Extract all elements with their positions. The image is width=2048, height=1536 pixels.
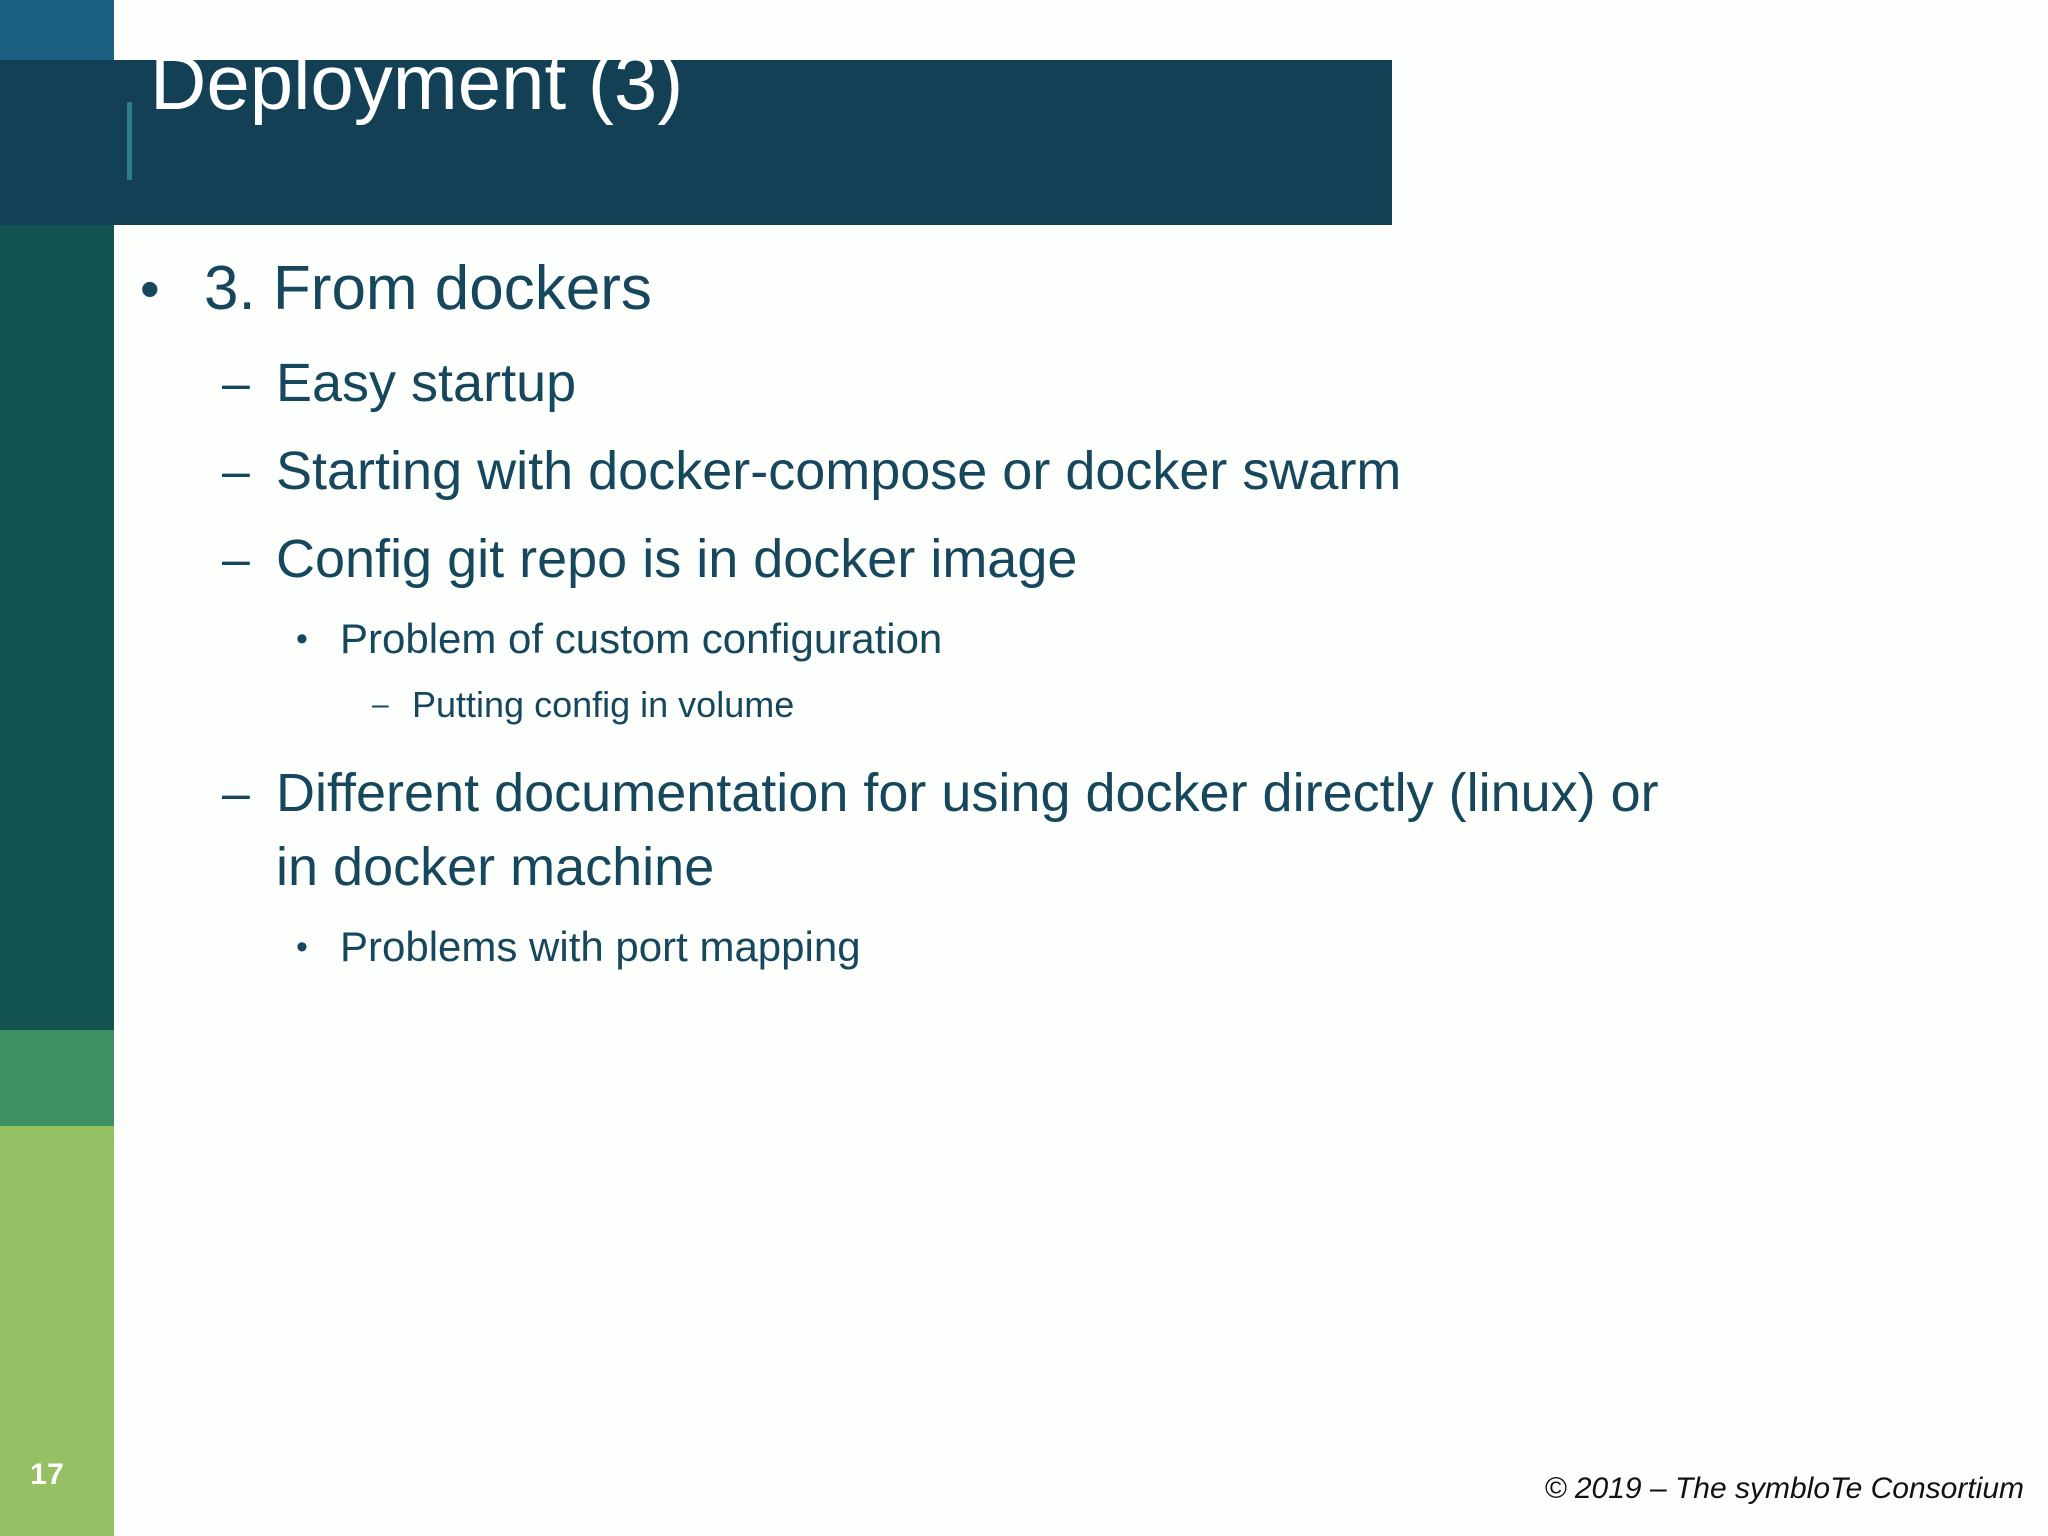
disc-bullet-icon: •	[296, 928, 308, 966]
title-bar	[0, 60, 1392, 225]
rail-segment-teal	[0, 0, 114, 60]
dash-bullet-icon: –	[222, 355, 250, 411]
bullet-text: Starting with docker-compose or docker s…	[276, 441, 1402, 501]
bullet-item-level-2: – Easy startup	[222, 346, 1994, 420]
left-color-rail	[0, 0, 114, 1536]
dash-bullet-icon: –	[222, 443, 250, 499]
bullet-item-level-2: – Starting with docker-compose or docker…	[222, 434, 1994, 508]
bullet-item-level-3: • Problem of custom configuration	[296, 610, 1994, 668]
bullet-text: Config git repo is in docker image	[276, 529, 1078, 589]
footer-copyright: © 2019 – The symbloTe Consortium	[1544, 1472, 2024, 1505]
bullet-text: Problem of custom configuration	[340, 615, 943, 662]
rail-segment-dark-green	[0, 225, 114, 1030]
slide-title: Deployment (3)	[150, 38, 684, 126]
bullet-text: Easy startup	[276, 353, 577, 413]
dash-bullet-icon: –	[222, 531, 250, 587]
bullet-text: Putting config in volume	[412, 684, 795, 725]
rail-segment-mid-green	[0, 1030, 114, 1126]
bullet-text: Problems with port mapping	[340, 923, 861, 970]
bullet-item-level-3: • Problems with port mapping	[296, 918, 1994, 976]
disc-bullet-icon: •	[296, 620, 308, 658]
bullet-item-level-2: – Different documentation for using dock…	[222, 756, 1994, 904]
dash-bullet-icon: –	[372, 688, 389, 721]
page-number: 17	[30, 1458, 65, 1491]
bullet-text: 3. From dockers	[204, 254, 652, 323]
disc-bullet-icon: •	[140, 257, 160, 320]
bullet-text: Different documentation for using docker…	[276, 763, 1659, 897]
title-accent-bar-icon	[127, 102, 132, 180]
bullet-list: • 3. From dockers – Easy startup – Start…	[114, 250, 1994, 988]
bullet-item-level-1: • 3. From dockers	[140, 250, 1994, 328]
rail-segment-light-green	[0, 1126, 114, 1536]
dash-bullet-icon: –	[222, 765, 250, 821]
bullet-item-level-2: – Config git repo is in docker image	[222, 522, 1994, 596]
bullet-item-level-4: – Putting config in volume	[372, 680, 1994, 730]
